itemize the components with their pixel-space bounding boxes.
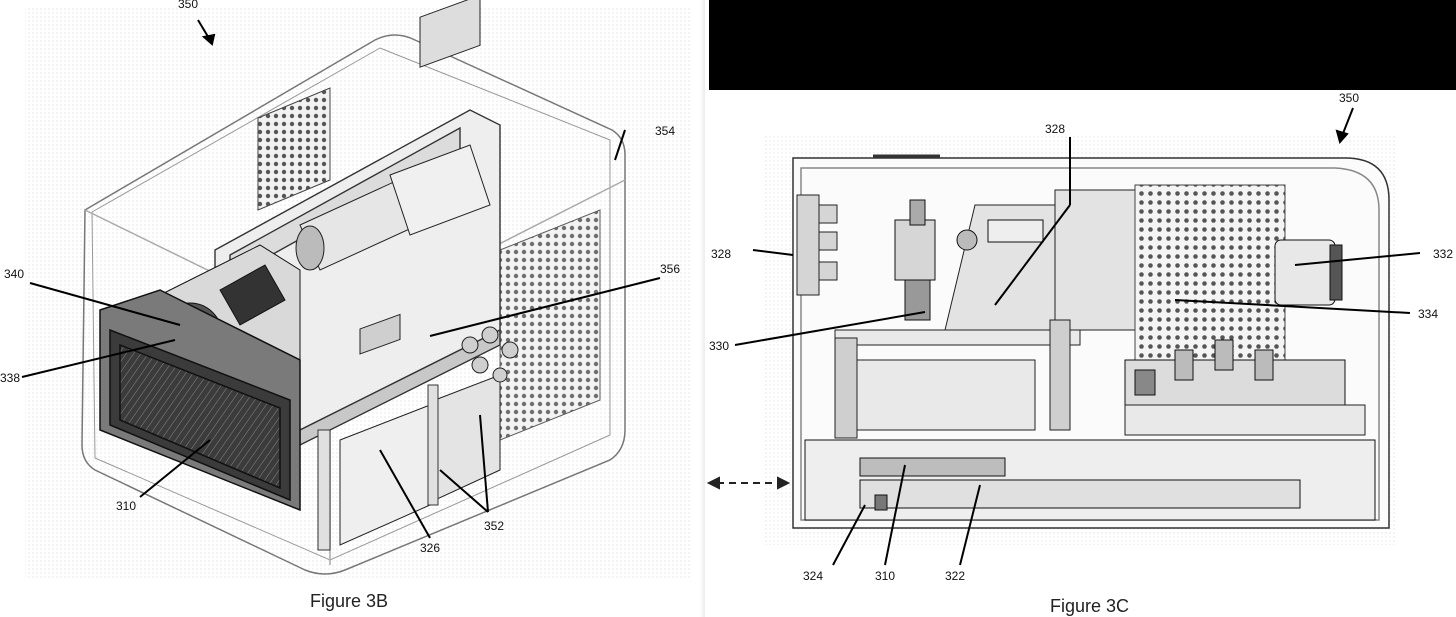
ref-338: 338: [0, 371, 20, 385]
drawer-direction-arrow: [706, 476, 791, 490]
ref-330: 330: [709, 339, 729, 353]
lower-deck: [804, 439, 1376, 521]
leader-354: [614, 129, 626, 161]
front-tray: [99, 289, 301, 512]
leader-328-diag: [994, 204, 1071, 306]
ref-356: 356: [660, 262, 680, 276]
caption-figure-3b: Figure 3B: [310, 591, 388, 611]
motor-332: [1274, 239, 1343, 306]
caption-figure-3c: Figure 3C: [1050, 596, 1129, 616]
leader-332: [1294, 252, 1421, 266]
ref-328-left: 328: [711, 247, 731, 261]
leader-324: [832, 504, 866, 566]
leader-lines-3c: [734, 137, 1421, 566]
ref-324: 324: [803, 569, 823, 583]
figure-3c-panel: 350 328 328 332 330 334 324 310 322 Figu…: [705, 0, 1456, 617]
leader-330: [734, 311, 926, 346]
arrow-350: [197, 19, 216, 46]
valve-block: [1124, 339, 1346, 406]
ref-350: 350: [178, 0, 198, 11]
leader-322: [959, 484, 981, 566]
leader-334: [1174, 299, 1411, 314]
top-vent-mesh: [257, 87, 331, 211]
optical-assembly: [295, 0, 491, 271]
figure-3c-drawing: 350 328 328 332 330 334 324 310 322 Figu…: [706, 91, 1453, 616]
ref-332: 332: [1433, 247, 1453, 261]
ref-340: 340: [4, 267, 24, 281]
leader-352a: [439, 469, 489, 513]
leader-352b: [479, 414, 489, 513]
valve-cluster: [461, 326, 519, 383]
bracket-plate: [944, 189, 1146, 331]
ref-352: 352: [484, 519, 504, 533]
ref-310c: 310: [875, 569, 895, 583]
ref-322: 322: [945, 569, 965, 583]
redaction-bar: [709, 0, 1456, 90]
leader-310c: [884, 464, 906, 566]
figure-3b-panel: 350 354 340 338 356 310 326 352 Figure 3…: [0, 0, 705, 617]
corner-posts: [317, 384, 439, 551]
leader-338: [21, 339, 176, 378]
ref-310: 310: [116, 499, 136, 513]
side-vent-mesh: [499, 209, 601, 441]
ref-354: 354: [655, 124, 675, 138]
leader-328-left: [752, 249, 794, 256]
ref-328-top: 328: [1045, 122, 1065, 136]
figure-3b-drawing: 350 354 340 338 356 310 326 352 Figure 3…: [0, 0, 690, 611]
platform: [834, 319, 1366, 439]
arrow-350c: [1335, 107, 1354, 145]
ref-326: 326: [420, 541, 440, 555]
left-connectors: [796, 194, 838, 296]
pump-assembly: [894, 199, 1044, 321]
leader-356: [429, 277, 661, 337]
leader-lines: [21, 129, 661, 539]
ref-350c: 350: [1339, 91, 1359, 105]
leader-340: [29, 282, 181, 326]
leader-310: [139, 439, 211, 498]
ref-334: 334: [1418, 307, 1438, 321]
leader-326: [379, 449, 431, 539]
